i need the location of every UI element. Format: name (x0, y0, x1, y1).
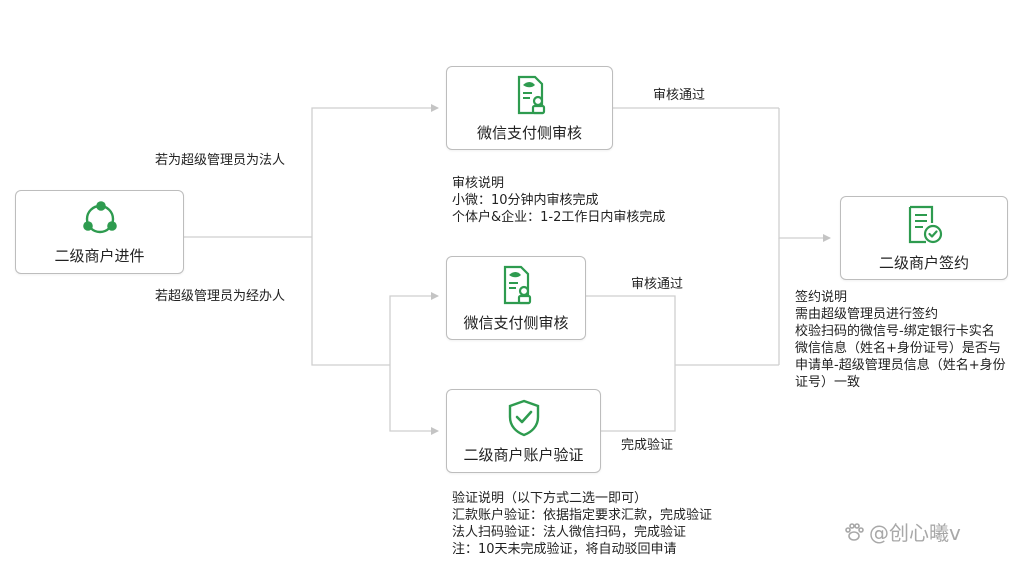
edge-label-operator: 若超级管理员为经办人 (155, 289, 286, 304)
edge-label-approved-mid: 审核通过 (631, 277, 684, 292)
note-sign-line: 需由超级管理员进行签约 (795, 307, 939, 322)
watermark: @创心曦v (843, 517, 961, 546)
note-verify-line: 法人扫码验证：法人微信扫码，完成验证 (452, 525, 687, 540)
node-sign[interactable]: 二级商户签约 (840, 196, 1008, 280)
node-entry-label: 二级商户进件 (54, 246, 145, 265)
edge-label-verified: 完成验证 (621, 438, 674, 453)
node-review-mid-label: 微信支付侧审核 (463, 313, 569, 332)
node-sign-label: 二级商户签约 (878, 253, 969, 272)
note-sign: 签约说明 需由超级管理员进行签约 校验扫码的微信号-绑定银行卡实名 微信信息（姓… (795, 289, 1006, 391)
share-nodes-icon (82, 200, 117, 233)
edge-label-legal-person: 若为超级管理员为法人 (155, 153, 286, 168)
certificate-stamp-icon (503, 265, 532, 304)
note-verify-line: 注：10天未完成验证，将自动驳回申请 (452, 542, 677, 557)
note-review: 审核说明 小微：10分钟内审核完成 个体户&企业：1-2工作日内审核完成 (452, 175, 665, 226)
node-review-top-label: 微信支付侧审核 (476, 123, 582, 142)
note-sign-line: 微信信息（姓名+身份证号）是否与 (795, 341, 1001, 356)
note-sign-line: 申请单-超级管理员信息（姓名+身份 (795, 358, 1006, 373)
shield-check-icon (508, 399, 539, 436)
edge-to-review-mid (389, 292, 439, 365)
note-verify: 验证说明（以下方式二选一即可） 汇款账户验证：依据指定要求汇款，完成验证 法人扫… (452, 490, 712, 558)
note-review-line: 小微：10分钟内审核完成 (452, 193, 599, 208)
edge-to-sign (778, 108, 831, 242)
document-check-icon (908, 205, 943, 243)
note-sign-line: 校验扫码的微信号-绑定银行卡实名 (795, 324, 995, 339)
edge-branch-bottom (311, 237, 390, 366)
node-review-top[interactable]: 微信支付侧审核 (446, 66, 613, 150)
node-verify-label: 二级商户账户验证 (463, 445, 584, 464)
edge-branch-top (311, 104, 439, 237)
node-verify[interactable]: 二级商户账户验证 (446, 389, 601, 473)
note-review-title: 审核说明 (452, 176, 505, 191)
edge-verify-out (601, 365, 676, 432)
note-verify-line: 汇款账户验证：依据指定要求汇款，完成验证 (452, 508, 713, 523)
certificate-stamp-icon (517, 75, 545, 114)
edge-label-approved-top: 审核通过 (653, 88, 706, 103)
edge-review-mid-out (571, 295, 676, 365)
edge-to-verify (389, 365, 439, 435)
node-entry[interactable]: 二级商户进件 (15, 190, 184, 274)
note-sign-line: 证号）一致 (795, 375, 861, 390)
watermark-text: @创心曦v (869, 521, 961, 545)
note-review-line: 个体户&企业：1-2工作日内审核完成 (452, 210, 666, 225)
note-sign-title: 签约说明 (795, 290, 848, 305)
node-review-mid[interactable]: 微信支付侧审核 (446, 256, 586, 340)
note-verify-title: 验证说明（以下方式二选一即可） (452, 491, 648, 506)
paw-icon (845, 522, 864, 541)
